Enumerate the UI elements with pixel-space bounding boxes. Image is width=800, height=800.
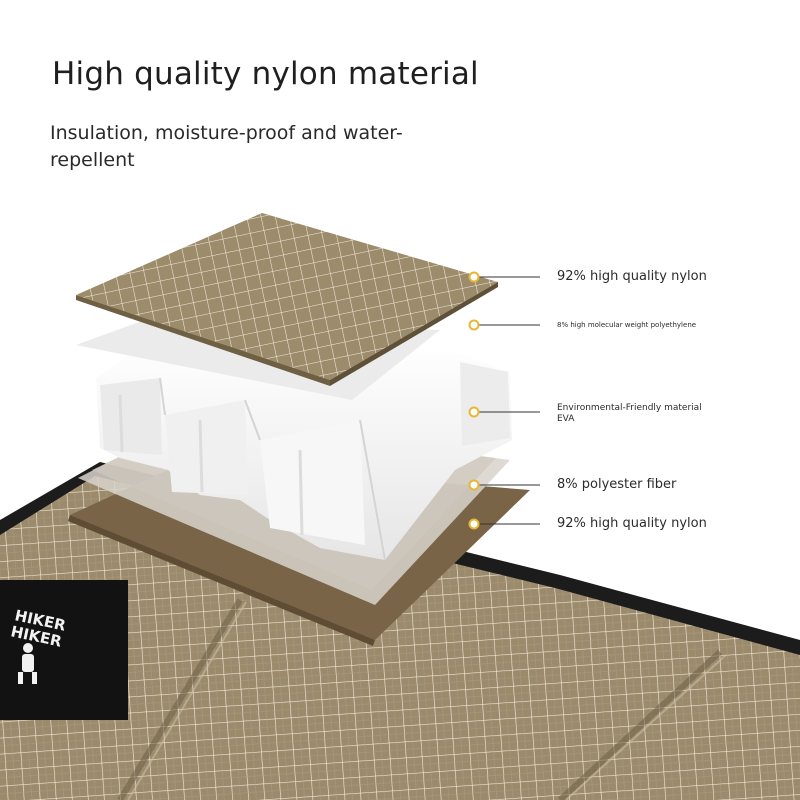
callout-dot-eva-foam: [468, 406, 480, 418]
callout-markers: [468, 271, 540, 530]
callout-dot-polyester: [468, 479, 480, 491]
callout-label-polyester: 8% polyester fiber: [557, 477, 677, 492]
callout-label-top-nylon: 92% high quality nylon: [557, 269, 707, 284]
callout-label-pe-film: 8% high molecular weight polyethylene: [557, 321, 697, 329]
layer-top-nylon: [76, 213, 498, 386]
callout-dot-bottom-nylon: [468, 518, 480, 530]
callout-label-eva-foam: Environmental-Friendly material EVA: [557, 403, 702, 424]
callout-dot-top-nylon: [468, 271, 480, 283]
callout-label-bottom-nylon: 92% high quality nylon: [557, 516, 707, 531]
layer-eva-foam: [96, 340, 512, 561]
page-title: High quality nylon material: [52, 56, 479, 92]
page-subtitle: Insulation, moisture-proof and water-rep…: [50, 122, 403, 171]
hiker-figure-icon: [18, 643, 37, 684]
brand-tag: HIKER HIKER: [0, 580, 128, 720]
callout-dot-pe-film: [468, 319, 480, 331]
